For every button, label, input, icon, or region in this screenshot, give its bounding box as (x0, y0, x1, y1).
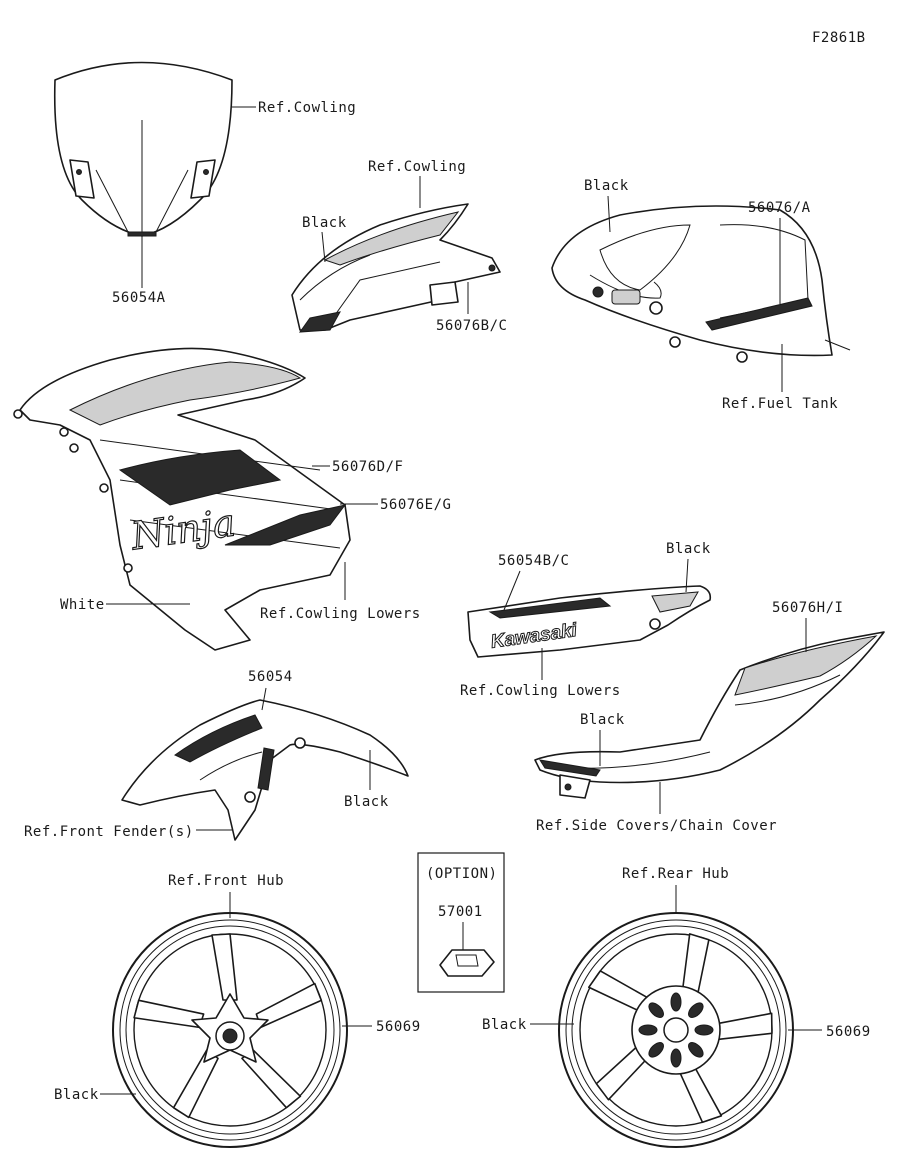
rear-wheel-black-label: Black (482, 1017, 527, 1033)
windshield-ref-label: Ref.Cowling (258, 100, 356, 116)
fuel-tank (551, 205, 851, 363)
tail-part-label: 56076H/I (772, 600, 843, 616)
rear-wheel (558, 912, 794, 1148)
tail-cover (534, 631, 885, 799)
option-box (417, 852, 505, 993)
upper-cowl (291, 203, 501, 333)
fender-black-label: Black (344, 794, 389, 810)
side-cowl-part1-label: 56076D/F (332, 459, 403, 475)
lower-black-label: Black (666, 541, 711, 557)
side-cowl: Ninja (13, 347, 351, 651)
side-cowl-part2-label: 56076E/G (380, 497, 451, 513)
figure-id: F2861B (812, 30, 866, 46)
rear-wheel-part-label: 56069 (826, 1024, 871, 1040)
upper-cowl-part-label: 56076B/C (436, 318, 507, 334)
front-wheel (112, 912, 348, 1148)
tank-ref-label: Ref.Fuel Tank (722, 396, 838, 412)
front-hub-ref-label: Ref.Front Hub (168, 873, 284, 889)
upper-cowl-black-label: Black (302, 215, 347, 231)
fender-ref-label: Ref.Front Fender(s) (24, 824, 194, 840)
lower-part-label: 56054B/C (498, 553, 569, 569)
side-cowl-white-label: White (60, 597, 105, 613)
windshield (53, 61, 233, 237)
front-wheel-part-label: 56069 (376, 1019, 421, 1035)
front-wheel-black-label: Black (54, 1087, 99, 1103)
option-title-label: (OPTION) (426, 866, 497, 882)
tank-black-label: Black (584, 178, 629, 194)
side-cowl-ref-label: Ref.Cowling Lowers (260, 606, 421, 622)
tail-ref-label: Ref.Side Covers/Chain Cover (536, 818, 777, 834)
tank-part-label: 56076/A (748, 200, 811, 216)
lower-cowl: Kawasaki (467, 585, 712, 658)
windshield-part-label: 56054A (112, 290, 166, 306)
fender-part-label: 56054 (248, 669, 293, 685)
rear-hub-ref-label: Ref.Rear Hub (622, 866, 729, 882)
lower-ref-label: Ref.Cowling Lowers (460, 683, 621, 699)
upper-cowl-ref-label: Ref.Cowling (368, 159, 466, 175)
tail-black-label: Black (580, 712, 625, 728)
front-fender (121, 699, 409, 841)
option-part-label: 57001 (438, 904, 483, 920)
